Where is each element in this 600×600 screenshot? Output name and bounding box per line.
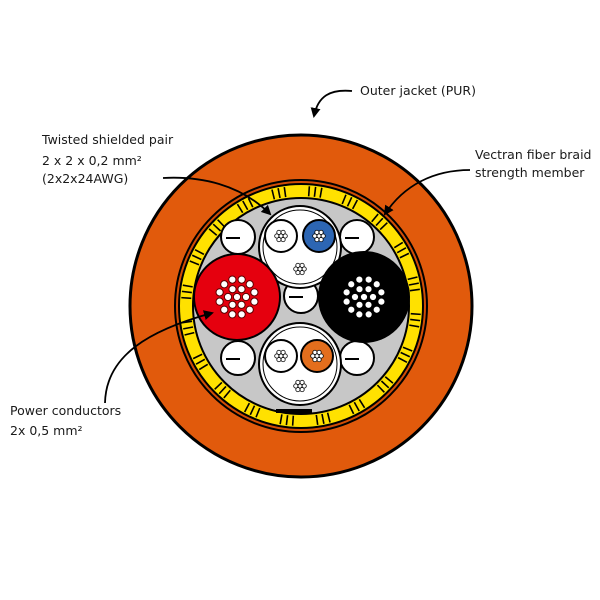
drain-wire-top: [293, 262, 307, 276]
label-outer-jacket: Outer jacket (PUR): [360, 83, 476, 98]
label-power-spec: 2x 0,5 mm²: [10, 423, 83, 438]
twisted-pair-bottom: [258, 322, 342, 406]
filler-bottom-left: [220, 340, 256, 376]
drain-wire-bottom: [293, 379, 307, 393]
white-wire-bottom-strands: [274, 349, 288, 363]
orange-wire-strands: [310, 349, 324, 363]
blue-wire-strands: [312, 229, 326, 243]
power-conductor-red: [193, 253, 281, 341]
filler-bottom-right: [339, 340, 375, 376]
filler-top-right: [339, 219, 375, 255]
filler-top-left: [220, 219, 256, 255]
label-vectran-line1: Vectran fiber braid: [475, 147, 592, 162]
label-twisted-pair-spec2: (2x2x24AWG): [42, 171, 129, 186]
arrow-power: [104, 310, 214, 404]
twisted-pair-top: [258, 205, 342, 289]
label-twisted-pair-spec1: 2 x 2 x 0,2 mm²: [42, 153, 142, 168]
label-power-title: Power conductors: [10, 403, 122, 418]
arrow-vectran: [383, 169, 471, 216]
power-conductor-black: [318, 251, 410, 343]
label-vectran-line2: strength member: [475, 165, 585, 180]
white-wire-top-strands: [274, 229, 288, 243]
filler-elements: [220, 219, 375, 376]
arrow-twisted-pair: [162, 176, 272, 216]
label-twisted-pair-title: Twisted shielded pair: [42, 132, 174, 147]
braid-marker: [276, 409, 312, 413]
arrow-outer-jacket: [310, 89, 353, 118]
